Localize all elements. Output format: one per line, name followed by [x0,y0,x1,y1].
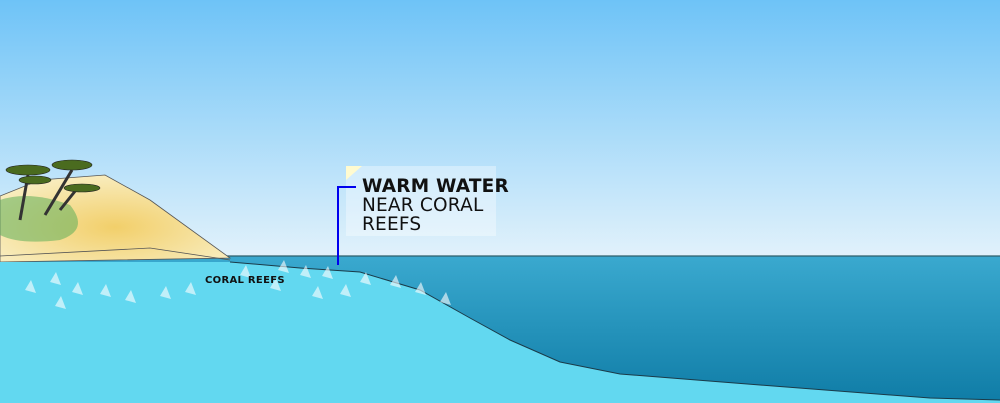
coral-shape [160,286,171,299]
coral-shape [100,284,111,297]
coral-shape [270,278,281,291]
coral-shape [312,286,323,299]
callout-backdrop [346,166,496,236]
palm-trees [5,159,101,221]
shallow-water [0,262,1000,403]
coral-reefs-label: CORAL REEFS [205,275,285,286]
callout-line-3: REEFS [362,214,422,235]
coral-shape [55,296,66,309]
coral-shape [390,275,401,288]
coral-shape [340,284,351,297]
coral-shape [440,292,451,305]
callout-pointer [337,186,356,265]
coral-reef-shapes [25,260,451,309]
coral-shape [415,282,426,295]
callout-line-1: WARM WATER [362,176,509,197]
coral-shape [25,280,36,293]
coral-shape [278,260,289,273]
coral-shape [300,265,311,278]
callout-line-2: NEAR CORAL [362,195,484,216]
warm-water-callout: WARM WATER NEAR CORAL REEFS [362,177,509,234]
coral-shape [125,290,136,303]
coral-shape [360,272,371,285]
coral-shape [72,282,83,295]
coral-shape [185,282,196,295]
coral-shape [322,266,333,279]
coral-shape [50,272,61,285]
coral-shape [240,265,251,278]
